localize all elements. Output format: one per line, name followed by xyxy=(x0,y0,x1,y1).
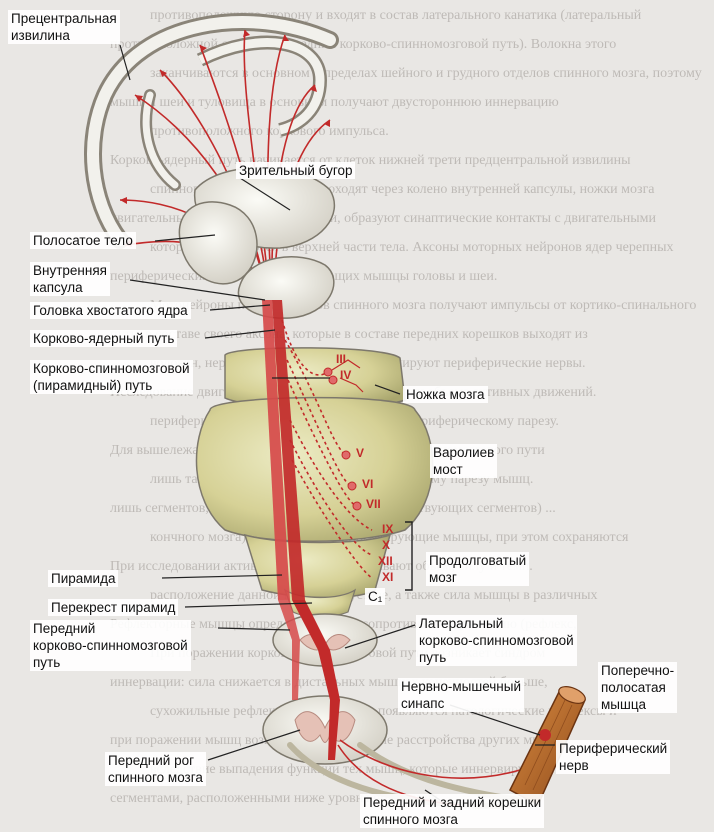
nucleus-label-xi: XI xyxy=(382,570,394,584)
neuromuscular-synapse xyxy=(539,729,551,741)
label-pyramid: Пирамида xyxy=(48,570,119,587)
nucleus-label-vii: VII xyxy=(366,497,381,511)
label-thalamus: Зрительный бугор xyxy=(236,162,356,179)
caudate-head xyxy=(237,256,335,319)
corticospinal-tract xyxy=(262,300,340,760)
nucleus-label-iv: IV xyxy=(340,368,352,382)
nuclei-bracket xyxy=(405,521,413,591)
label-segment-c1: C₁ xyxy=(365,588,386,605)
corticonuclear-tract xyxy=(281,319,373,579)
nucleus-label-x: X xyxy=(382,538,391,552)
background-text-line: вследствие выпадения функции тех мышц, к… xyxy=(150,762,554,777)
label-corticospinal-tract: Корково-спинномозговой(пирамидный) путь xyxy=(30,360,193,394)
cranial-nerve-nuclei xyxy=(323,367,362,511)
nucleus-label-vi: VI xyxy=(362,477,374,491)
label-cerebral-peduncle: Ножка мозга xyxy=(403,386,488,403)
label-striatum: Полосатое тело xyxy=(30,232,136,249)
cerebral-hemisphere xyxy=(84,13,339,249)
nucleus-label-ix: IX xyxy=(382,522,394,536)
label-leader-lines xyxy=(119,44,555,801)
nucleus-label-v: V xyxy=(356,446,365,460)
label-caudate-head: Головка хвостатого ядра xyxy=(30,302,191,319)
background-text-line: пути, в составе своего аксона, которые в… xyxy=(110,327,588,342)
pons xyxy=(195,396,434,542)
striatum xyxy=(178,201,258,285)
label-corticonuclear-tract: Корково-ядерный путь xyxy=(30,330,178,347)
nucleus-label-xii: XII xyxy=(378,554,393,568)
background-text-line: заканчиваются в основном в пределах шейн… xyxy=(150,66,702,81)
label-pyramid-decussation: Перекрест пирамид xyxy=(48,599,179,616)
nucleus-label-iii: III xyxy=(336,352,347,366)
